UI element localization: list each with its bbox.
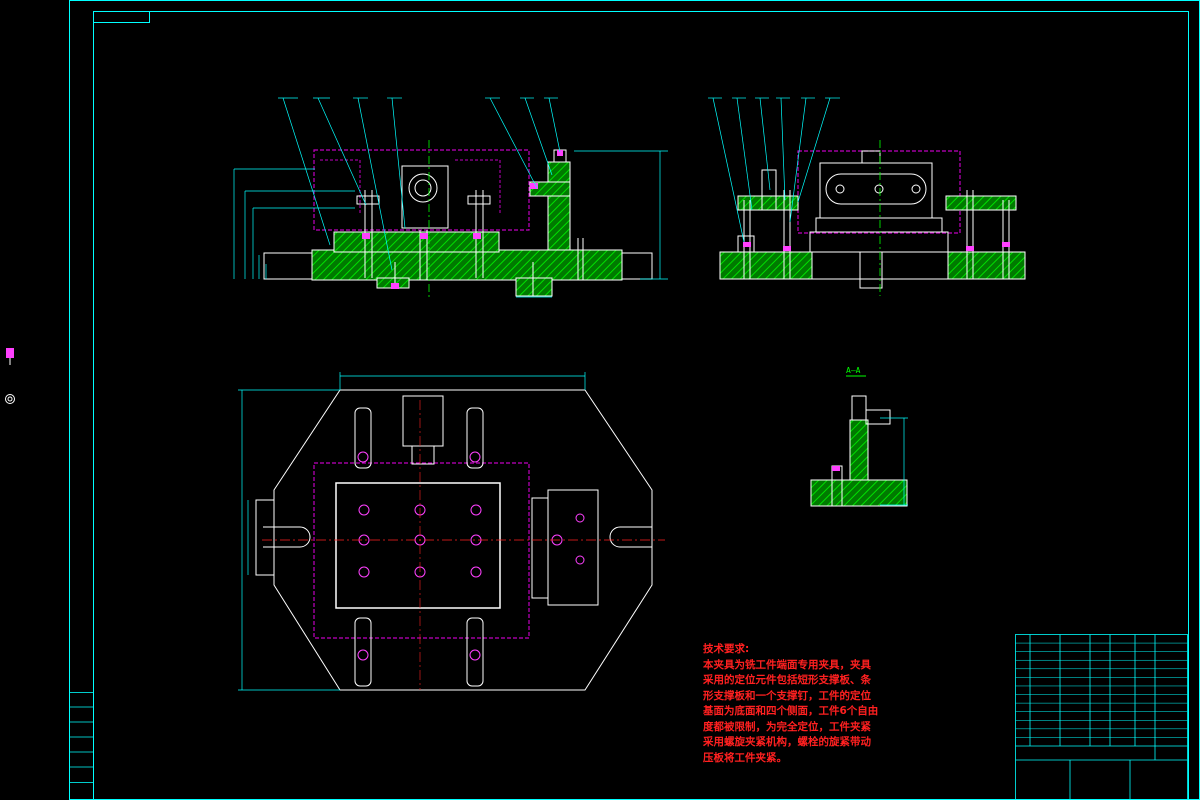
title-block <box>1015 634 1188 800</box>
technical-requirements: 技术要求: 本夹具为铣工件端面专用夹具，夹具采用的定位元件包括短形支撑板、条形支… <box>703 642 881 766</box>
technical-requirements-title: 技术要求: <box>703 643 750 655</box>
section-a-a-view <box>810 375 908 507</box>
top-view <box>238 372 665 691</box>
technical-requirements-body: 本夹具为铣工件端面专用夹具，夹具采用的定位元件包括短形支撑板、条形支撑板和一个支… <box>703 658 879 764</box>
front-view <box>233 97 668 298</box>
side-view <box>708 97 1026 296</box>
section-label: A—A <box>846 366 861 375</box>
side-markers <box>5 348 15 404</box>
left-strip-table <box>69 692 94 783</box>
title-block-rows <box>1015 642 1188 738</box>
